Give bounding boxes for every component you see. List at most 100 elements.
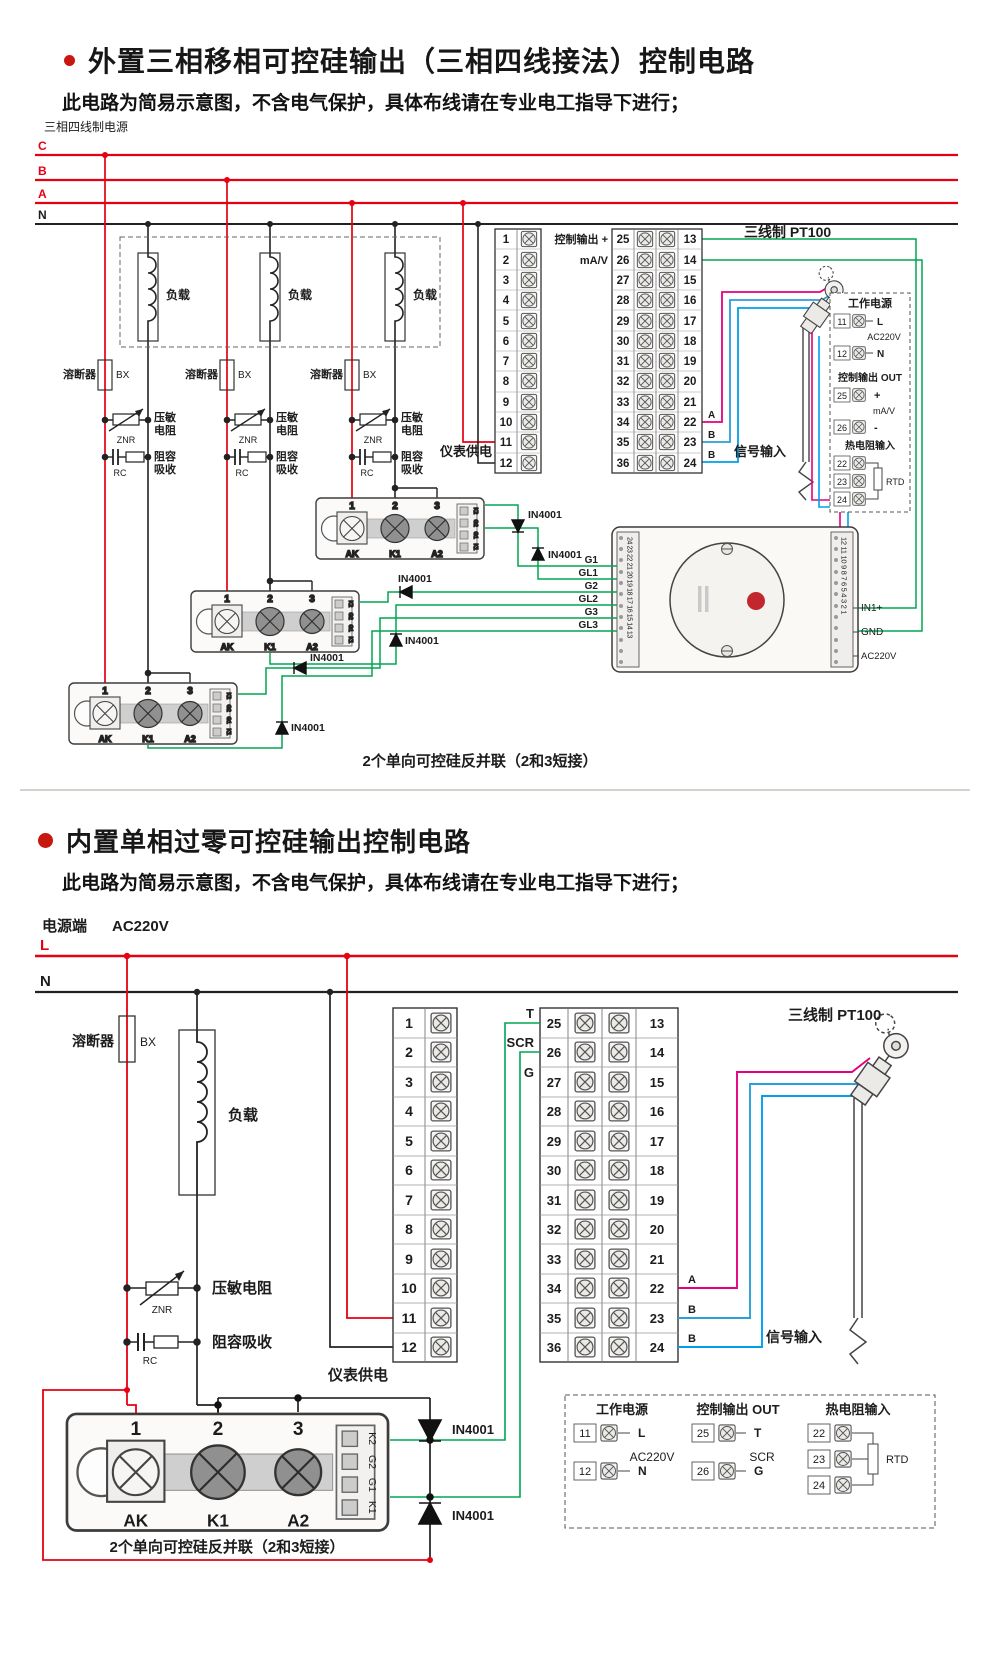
diode-label: IN4001 — [548, 549, 582, 561]
terminal-number: 29 — [617, 316, 630, 328]
gate-label: GL2 — [579, 594, 599, 605]
s1-gate-labels: G1 GL1 G2 GL2 G3 GL3 — [579, 555, 599, 631]
diode-label: IN4001 — [528, 509, 562, 521]
terminal-number: 8 — [405, 1221, 413, 1237]
scr-label: SCR — [507, 1035, 535, 1050]
t-label: T — [526, 1006, 534, 1021]
fuse-code: BX — [238, 370, 252, 381]
rc-label: RC — [236, 468, 249, 478]
terminal-number: 5 — [503, 316, 510, 328]
signal-b-label: B — [688, 1304, 696, 1316]
terminal-number: 5 — [405, 1133, 413, 1149]
terminal-number: 8 — [503, 376, 510, 388]
terminal-number: 2 — [405, 1044, 413, 1060]
terminal-number: 18 — [650, 1163, 664, 1178]
varistor-label: 压敏电阻 — [212, 1279, 272, 1297]
s2-terminal-block-right: 25 26 27 28 29 30 31 32 33 34 35 36 13 1… — [539, 1007, 679, 1363]
panel-terminal-number: 25 — [837, 391, 847, 401]
fuse-label: 溶断器 — [63, 367, 97, 381]
terminal-number: 3 — [503, 275, 509, 287]
work-power-label: 工作电源 — [848, 296, 892, 310]
gate-label: GL3 — [579, 620, 599, 631]
s1-terminal-block-left: 1 2 3 4 5 6 7 8 9 10 11 12 仪表供电 — [439, 228, 542, 474]
signal-b-label: B — [708, 450, 715, 461]
terminal-number: 9 — [405, 1251, 413, 1267]
diode-label: IN4001 — [291, 722, 325, 734]
s1-terminal-block-right: 25 26 27 28 29 30 31 32 33 34 35 36 13 1… — [555, 228, 703, 474]
panel-n-label: N — [877, 349, 884, 360]
terminal-number: 32 — [617, 376, 630, 388]
rc-absorb-label: 阻容吸收 — [212, 1333, 272, 1351]
s1-loads: 负载 负载 负载 — [119, 236, 441, 348]
terminal-number: 4 — [405, 1103, 413, 1119]
rc-label: RC — [143, 1356, 157, 1367]
panel-terminal-number: 26 — [697, 1466, 709, 1478]
diode-label: IN4001 — [310, 652, 344, 664]
terminal-number: 11 — [500, 437, 513, 449]
terminal-number: 30 — [547, 1163, 561, 1178]
panel-terminal-number: 11 — [837, 317, 846, 327]
terminal-number: 22 — [684, 417, 697, 429]
panel-t-label: T — [754, 1426, 762, 1440]
rc-absorb-label: 吸收 — [276, 462, 298, 476]
panel-l-label: L — [877, 317, 883, 328]
terminal-number: 9 — [503, 397, 509, 409]
panel-terminal-number: 23 — [813, 1454, 825, 1466]
minus-label: - — [874, 422, 878, 434]
s2-terminal-block-left: 1 2 3 4 5 6 7 8 9 10 11 12 仪表供电 — [327, 1007, 458, 1384]
gate-label: G2 — [585, 581, 599, 592]
panel-terminal-number: 24 — [813, 1480, 825, 1492]
varistor-label: 电阻 — [154, 423, 176, 437]
s2-fuse-load: 溶断器 BX 负载 — [72, 1015, 258, 1196]
fuse-label: 溶断器 — [310, 367, 344, 381]
pt100-label: 三线制 PT100 — [744, 224, 831, 240]
s1-fuses: 溶断器 BX 溶断器 BX 溶断器 BX — [63, 359, 377, 391]
section1-title-row: 外置三相移相可控硅输出（三相四线接法）控制电路 — [64, 40, 755, 80]
terminal-number: 15 — [650, 1075, 664, 1090]
panel-terminal-number: 26 — [837, 423, 847, 433]
terminal-number: 36 — [547, 1340, 561, 1355]
panel-terminal-number: 11 — [579, 1428, 590, 1440]
panel-mav-label: mA/V — [873, 406, 895, 416]
terminal-number: 20 — [650, 1222, 664, 1237]
load-label: 负载 — [288, 287, 312, 302]
panel-terminal-number: 25 — [697, 1428, 709, 1440]
s2-side-panel: 工作电源 11 L AC220V 12 N 控制输出 OUT 25 T SCR … — [564, 1394, 936, 1529]
terminal-number: 16 — [650, 1104, 664, 1119]
znr-label: ZNR — [152, 1305, 173, 1316]
rc-absorb-label: 阻容 — [276, 449, 298, 463]
terminal-number: 21 — [684, 397, 697, 409]
terminal-number: 25 — [547, 1016, 561, 1031]
diode-label: IN4001 — [405, 635, 439, 647]
meter-supply-label: 仪表供电 — [327, 1366, 388, 1384]
terminal-number: 6 — [503, 336, 509, 348]
znr-label: ZNR — [364, 435, 383, 445]
terminal-number: 4 — [503, 295, 510, 307]
s1-scr-modules — [68, 484, 485, 745]
varistor-label: 电阻 — [401, 423, 423, 437]
plus-label: + — [874, 390, 880, 402]
panel-scr-label: SCR — [749, 1450, 775, 1464]
rc-absorb-label: 吸收 — [401, 462, 423, 476]
terminal-number: 31 — [547, 1193, 561, 1208]
s1-power-label: 三相四线制电源 — [44, 120, 128, 134]
terminal-number: 32 — [547, 1222, 561, 1237]
fuse-label: 溶断器 — [72, 1033, 115, 1049]
rtd-input-label: 热电阻输入 — [845, 439, 895, 452]
in1-label: IN1+ — [861, 603, 883, 614]
terminal-number: 17 — [650, 1134, 664, 1149]
terminal-number: 21 — [650, 1252, 664, 1267]
s2-power-label: 电源端 — [42, 917, 87, 935]
fuse-code: BX — [116, 370, 130, 381]
rc-label: RC — [361, 468, 374, 478]
terminal-number: 36 — [617, 458, 630, 470]
rc-absorb-label: 阻容 — [401, 449, 423, 463]
rtd-label: RTD — [886, 477, 905, 487]
phase-label: B — [38, 164, 47, 178]
brand-logo-icon — [747, 592, 765, 610]
terminal-number: 33 — [547, 1252, 561, 1267]
terminal-number: 10 — [401, 1280, 417, 1296]
terminal-number: 12 — [500, 458, 513, 470]
terminal-number: 19 — [650, 1193, 664, 1208]
